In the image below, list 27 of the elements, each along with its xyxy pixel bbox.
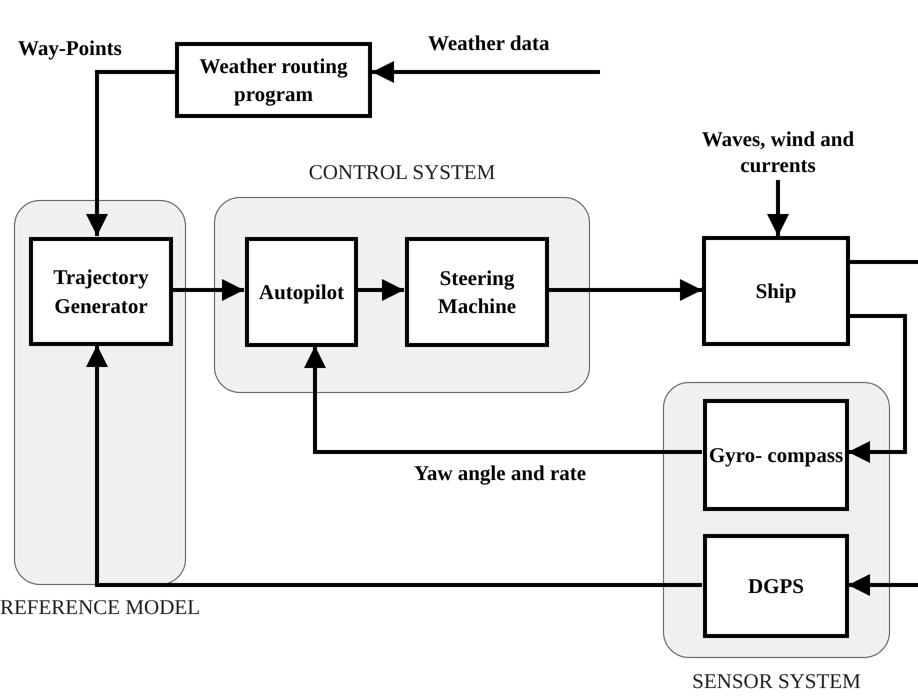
connector-arrow <box>848 574 918 596</box>
connector-arrow <box>172 279 244 301</box>
box-label: DGPS <box>748 572 804 600</box>
connector-arrow <box>548 279 702 301</box>
connector-arrow <box>372 61 600 83</box>
process-box <box>703 399 849 511</box>
group-title: CONTROL SYSTEM <box>308 159 496 186</box>
connector-arrow <box>304 346 702 454</box>
process-box <box>702 236 850 346</box>
box-label: Trajectory Generator <box>52 264 150 320</box>
group-title: SENSOR SYSTEM <box>691 668 862 695</box>
box-label: Weather routing program <box>198 52 348 108</box>
connector-arrow <box>848 314 907 463</box>
connector-arrow <box>86 345 702 587</box>
process-box <box>405 237 549 347</box>
box-label: Gyro- compass <box>708 442 844 469</box>
box-label: Autopilot <box>258 278 344 306</box>
connector-arrow <box>767 180 789 236</box>
group-title: REFERENCE MODEL <box>0 594 202 621</box>
box-label: Ship <box>756 278 796 305</box>
connector-arrow <box>86 70 175 236</box>
connector-arrow <box>357 279 404 301</box>
process-box <box>703 534 849 638</box>
box-label: Steering Machine <box>436 264 518 320</box>
process-box <box>29 237 173 346</box>
process-box <box>175 42 372 118</box>
process-box <box>245 237 358 347</box>
